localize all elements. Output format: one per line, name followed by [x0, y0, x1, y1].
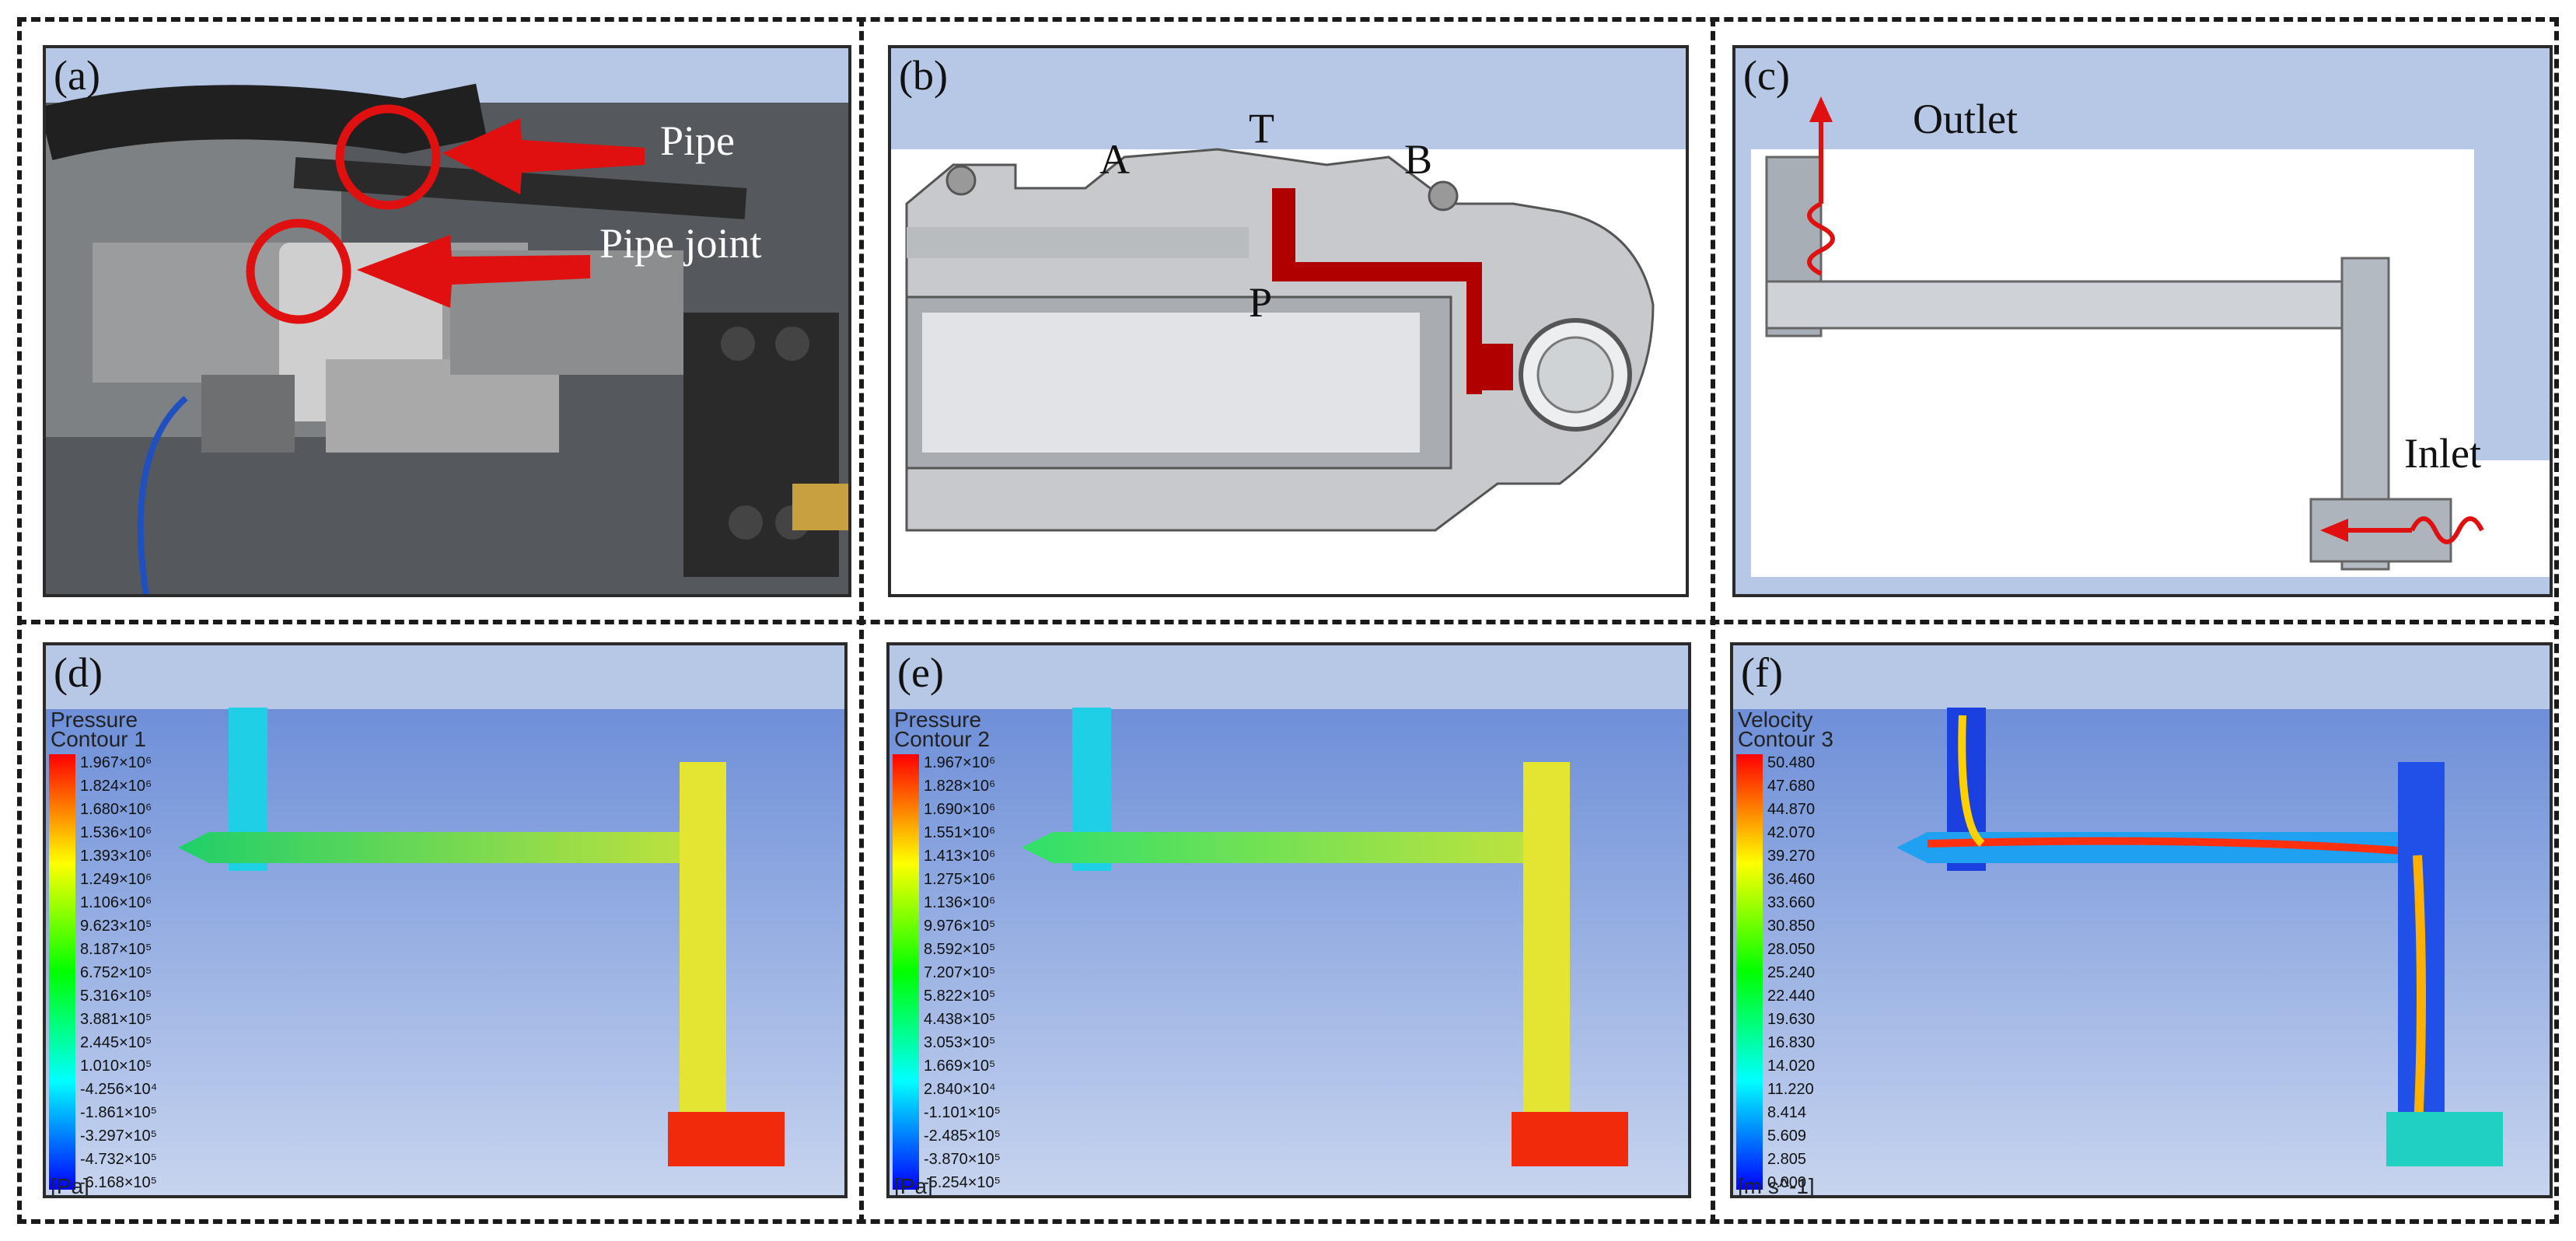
legend-unit: [Pa] [51, 1174, 89, 1198]
panel-f-plot: Velocity Contour 3 50.480 47.680 44.870 42.… [1733, 708, 2550, 1198]
panel-e-pressure-contour: Pressure Contour 2 1.967×10⁶ 1.828×10⁶ 1.6… [886, 642, 1691, 1198]
legend-tick-label: 1.967×10⁶ [80, 754, 152, 771]
divider-horizontal [17, 620, 2559, 624]
legend-tick-label: 8.592×10⁵ [924, 941, 995, 958]
port-t-label: T [1249, 105, 1274, 152]
legend-unit: [m s^-1] [1738, 1174, 1815, 1198]
legend-tick-label: 1.551×10⁶ [924, 824, 995, 841]
legend-title: Pressure [51, 708, 138, 732]
port-p-label: P [1249, 279, 1273, 326]
panel-e-label: (e) [897, 649, 944, 696]
legend-tick-label: 47.680 [1767, 778, 1815, 795]
legend-tick-label: -2.485×10⁵ [924, 1127, 1001, 1145]
panel-a-illustration [46, 83, 848, 594]
panel-e-plot: Pressure Contour 2 1.967×10⁶ 1.828×10⁶ 1.6… [890, 708, 1688, 1198]
panel-f-velocity-contour: Velocity Contour 3 50.480 47.680 44.870 42.… [1730, 642, 2553, 1198]
legend-tick-label: 2.805 [1767, 1151, 1806, 1168]
panel-c-label: (c) [1743, 52, 1790, 99]
legend-tick-label: 30.850 [1767, 918, 1815, 935]
outlet-label: Outlet [1913, 96, 2018, 142]
legend-tick-label: 28.050 [1767, 941, 1815, 958]
legend-tick-label: 9.976×10⁵ [924, 918, 995, 935]
legend-tick-label: 8.414 [1767, 1104, 1806, 1121]
legend-subtitle: Contour 1 [51, 727, 146, 751]
panel-b-cutaway: (b) A T B P [888, 45, 1689, 597]
legend-tick-label: 8.187×10⁵ [80, 941, 152, 958]
panel-d-label: (d) [54, 649, 103, 696]
legend-tick-label: 1.824×10⁶ [80, 778, 152, 795]
panel-c-flow-domain: (c) Outlet Inlet [1732, 45, 2553, 597]
legend-tick-label: 50.480 [1767, 754, 1815, 771]
legend-tick-label: 1.967×10⁶ [924, 754, 995, 771]
panel-a-photo: (a) Pipe Pipe joint [43, 45, 851, 597]
legend-tick-label: -3.297×10⁵ [80, 1127, 157, 1145]
panel-b-illustration [891, 148, 1686, 594]
panel-d-pressure-contour: Pressure Contour 1 1.967×10⁶ 1.824×10⁶ 1.6… [43, 642, 848, 1198]
legend-tick-label: 1.669×10⁵ [924, 1057, 995, 1075]
legend-subtitle: Contour 2 [894, 727, 990, 751]
panel-c-illustration [1735, 48, 2550, 594]
legend-tick-label: 5.316×10⁵ [80, 988, 152, 1005]
port-a-label: A [1099, 136, 1130, 183]
legend-tick-label: -5.254×10⁵ [924, 1174, 1001, 1191]
legend-tick-label: 1.275×10⁶ [924, 871, 995, 888]
legend-title: Velocity [1738, 708, 1813, 732]
legend-tick-label: 1.690×10⁶ [924, 801, 995, 818]
legend-tick-label: 5.822×10⁵ [924, 988, 995, 1005]
legend-tick-label: -4.732×10⁵ [80, 1151, 157, 1168]
legend-tick-label: 1.680×10⁶ [80, 801, 152, 818]
legend-tick-label: 9.623×10⁵ [80, 918, 152, 935]
legend-tick-label: 5.609 [1767, 1127, 1806, 1145]
legend-tick-label: 42.070 [1767, 824, 1815, 841]
legend-tick-label: 3.053×10⁵ [924, 1034, 995, 1051]
legend-tick-label: -4.256×10⁴ [80, 1081, 157, 1098]
legend-tick-label: 36.460 [1767, 871, 1815, 888]
legend-tick-label: 1.828×10⁶ [924, 778, 995, 795]
legend-tick-label: 2.840×10⁴ [924, 1081, 996, 1098]
legend-unit: [Pa] [894, 1174, 933, 1198]
panel-b-label: (b) [899, 52, 948, 99]
legend-tick-label: 11.220 [1767, 1081, 1814, 1098]
legend-tick-label: 1.249×10⁶ [80, 871, 152, 888]
legend-tick-label: -1.101×10⁵ [924, 1104, 1001, 1121]
port-b-label: B [1404, 136, 1433, 183]
pipe-label: Pipe [660, 117, 736, 164]
panel-a-label: (a) [54, 52, 100, 99]
legend-tick-label: 22.440 [1767, 988, 1815, 1005]
legend-tick-label: 1.393×10⁶ [80, 848, 152, 865]
legend-tick-label: 0.000 [1767, 1174, 1806, 1191]
pipe-joint-label: Pipe joint [599, 220, 762, 267]
panel-f-label: (f) [1741, 649, 1783, 696]
legend-tick-label: 44.870 [1767, 801, 1815, 818]
legend-tick-label: 19.630 [1767, 1011, 1815, 1028]
legend-tick-label: 6.752×10⁵ [80, 964, 152, 981]
legend-tick-label: 1.010×10⁵ [80, 1057, 152, 1075]
legend-tick-label: -1.861×10⁵ [80, 1104, 157, 1121]
legend-title: Pressure [894, 708, 981, 732]
legend-tick-label: -6.168×10⁵ [80, 1174, 157, 1191]
inlet-label: Inlet [2404, 430, 2481, 477]
legend-tick-label: 1.136×10⁶ [924, 894, 995, 911]
panel-d-plot: Pressure Contour 1 1.967×10⁶ 1.824×10⁶ 1.6… [46, 708, 844, 1198]
legend-tick-label: 3.881×10⁵ [80, 1011, 152, 1028]
legend-tick-label: 25.240 [1767, 964, 1815, 981]
legend-tick-label: 39.270 [1767, 848, 1815, 865]
legend-tick-label: 2.445×10⁵ [80, 1034, 152, 1051]
legend-tick-label: 33.660 [1767, 894, 1815, 911]
legend-tick-label: -3.870×10⁵ [924, 1151, 1001, 1168]
legend-tick-label: 4.438×10⁵ [924, 1011, 995, 1028]
legend-tick-label: 14.020 [1767, 1057, 1815, 1075]
legend-tick-label: 7.207×10⁵ [924, 964, 995, 981]
legend-tick-label: 16.830 [1767, 1034, 1815, 1051]
legend-tick-label: 1.536×10⁶ [80, 824, 152, 841]
legend-subtitle: Contour 3 [1738, 727, 1833, 751]
legend-tick-label: 1.106×10⁶ [80, 894, 152, 911]
legend-tick-label: 1.413×10⁶ [924, 848, 995, 865]
